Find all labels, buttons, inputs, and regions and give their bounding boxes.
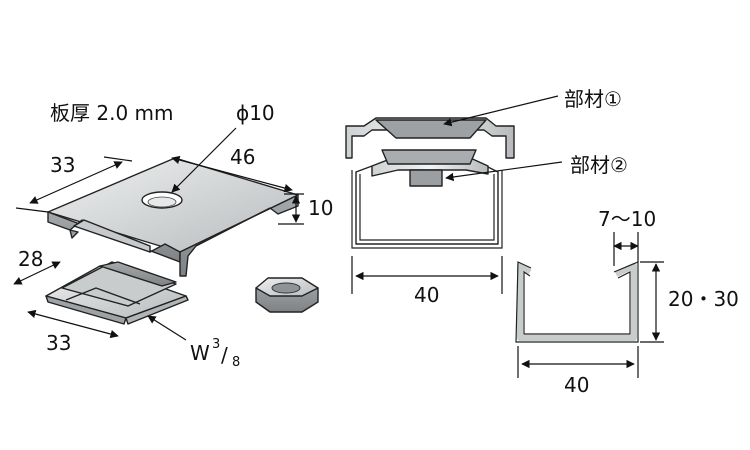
clip-dimensions — [13, 261, 187, 341]
hole-diameter-label: ϕ10 — [236, 101, 275, 125]
thread-numerator: 3 — [212, 337, 220, 352]
channel-lip-label: 7～10 — [598, 207, 656, 231]
thread-leader-arrow — [147, 315, 187, 341]
clip-width-label: 28 — [18, 247, 43, 271]
hole-leader-arrow — [171, 127, 237, 193]
plate-dimensions — [15, 127, 304, 225]
assembly-width-label: 40 — [414, 283, 439, 307]
thread-slash: / — [221, 343, 228, 367]
assembly-section — [345, 117, 515, 249]
part2-leader-arrow — [445, 161, 563, 182]
channel-dimensions — [517, 232, 664, 378]
part1-label: 部材① — [564, 87, 622, 111]
thickness-label: 板厚 2.0 mm — [50, 101, 174, 125]
clip-back-flap — [99, 261, 177, 287]
plate-width-label: 46 — [230, 145, 255, 169]
part2-nut — [409, 169, 443, 187]
ext-line — [15, 207, 49, 213]
clip-length-label: 33 — [46, 331, 71, 355]
dim-33-line — [29, 161, 123, 204]
plate-hole-inner — [147, 196, 177, 208]
dim-33-clip-line — [27, 309, 119, 339]
dim-28-line — [13, 261, 61, 285]
channel-profile-fill — [517, 263, 637, 341]
plate-tab-left — [69, 229, 79, 239]
channel-profile — [515, 261, 639, 343]
part1-leader-arrow — [443, 95, 559, 127]
thread-denominator: 8 — [232, 355, 240, 370]
thread-w: W — [190, 341, 210, 365]
channel-width-label: 40 — [564, 373, 589, 397]
plate-height-label: 10 — [308, 196, 333, 220]
part1-bevel — [375, 119, 487, 139]
channel-u — [355, 161, 499, 245]
channel-outline — [351, 170, 503, 249]
clip-fold-line — [65, 287, 141, 305]
plate-groove — [73, 219, 151, 253]
thread-label: W 3 / 8 — [190, 337, 240, 370]
clip-tongue — [61, 261, 177, 307]
assembly-dimensions — [351, 95, 563, 294]
clip-illustration — [45, 261, 189, 325]
channel-profile-outline — [515, 261, 639, 343]
plate-illustration — [47, 157, 299, 277]
dim-46-line — [171, 155, 293, 193]
hex-nut-icon — [255, 277, 319, 313]
part2-top — [381, 149, 477, 165]
channel-height-label: 20・30 — [668, 287, 739, 311]
ext-line — [103, 156, 133, 162]
clip-right-edge — [125, 295, 189, 325]
plate-length-label: 33 — [50, 153, 75, 177]
part2-label: 部材② — [570, 153, 628, 177]
